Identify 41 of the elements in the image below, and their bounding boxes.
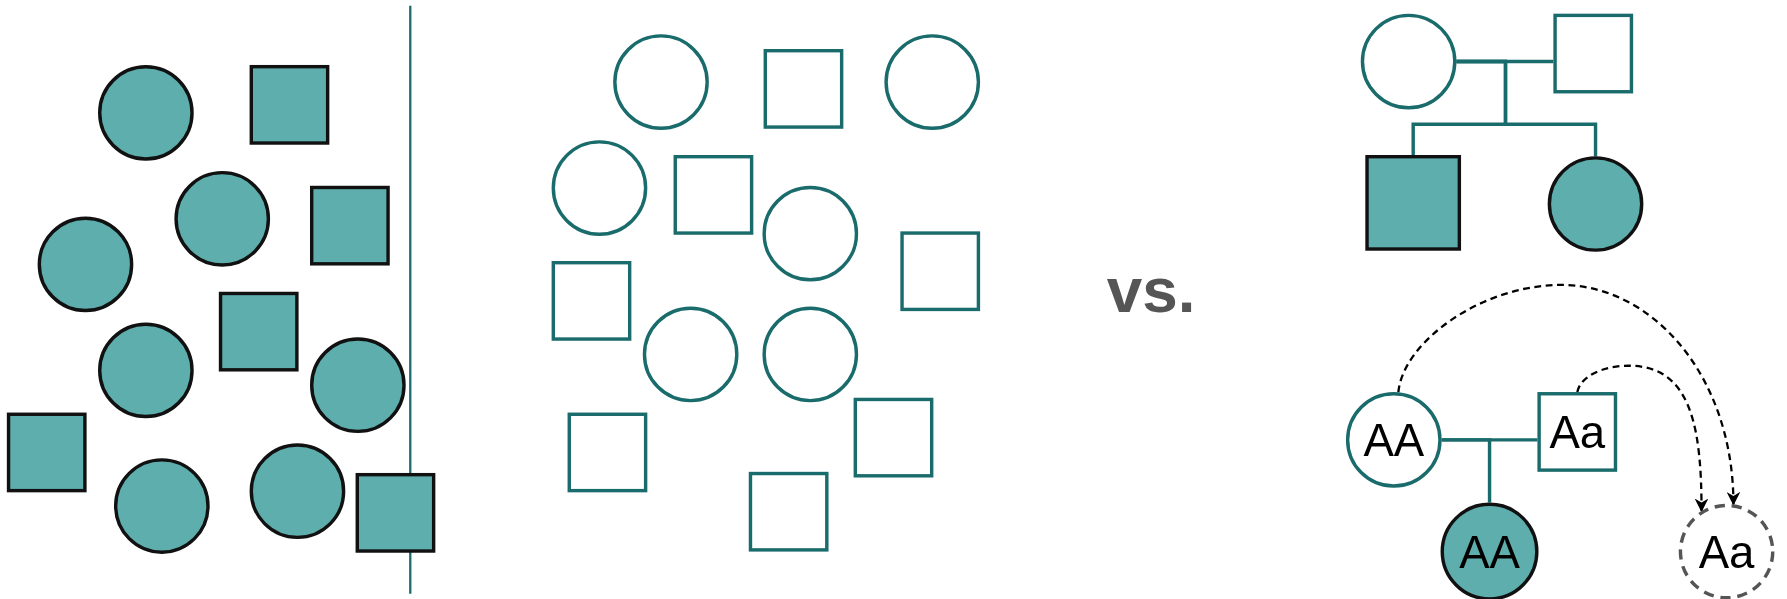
pedigree-square (249, 64, 330, 145)
pedigree-circle (642, 306, 739, 403)
pedigree-square (900, 231, 981, 312)
pedigree-square (853, 397, 934, 478)
pedigree-circle (884, 34, 981, 130)
pedigree-square (551, 261, 632, 341)
pedigree-circle (113, 458, 210, 554)
pedigree-circle (762, 306, 859, 403)
genotype-label: AA (1459, 528, 1520, 575)
pedigree-circle (174, 170, 271, 267)
pedigree-circle (310, 337, 406, 434)
pedigree-square (1553, 13, 1634, 94)
genotype-label: Aa (1698, 528, 1755, 575)
pedigree-circle (1345, 392, 1442, 488)
pedigree-circle (613, 34, 709, 130)
pedigree-square (673, 155, 754, 235)
genotype-label: Aa (1549, 409, 1606, 455)
pedigree-circle (98, 64, 194, 161)
dashed-arrow (1576, 364, 1709, 513)
pedigree-square (1537, 392, 1618, 472)
pedigree-square (218, 291, 299, 372)
dashed-arrow (1397, 283, 1740, 506)
pedigree-line (1441, 438, 1492, 503)
pedigree-circle-dashed (1678, 503, 1775, 599)
pedigree-square (763, 49, 844, 129)
pedigree-square (567, 412, 648, 493)
pedigree-circle (1360, 13, 1457, 110)
pedigree-square (1365, 155, 1462, 251)
pedigree-circle (249, 443, 346, 540)
pedigree-circle (98, 322, 194, 419)
pedigree-square (6, 412, 87, 493)
pedigree-square (310, 185, 390, 266)
comparison-text: vs. (1106, 258, 1196, 323)
pedigree-circle (37, 216, 134, 313)
pedigree-line (1456, 59, 1598, 157)
pedigree-square (748, 471, 829, 552)
pedigree-circle (762, 185, 859, 282)
genotype-label: AA (1363, 417, 1425, 463)
pedigree-square (355, 472, 436, 553)
pedigree-circle (1547, 156, 1644, 252)
pedigree-circle (551, 140, 648, 236)
